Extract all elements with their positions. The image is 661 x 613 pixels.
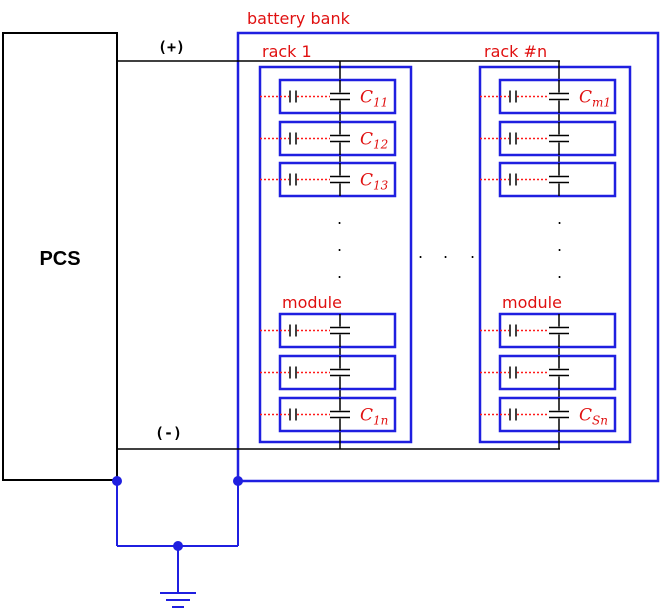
vertical-dot: .	[557, 236, 562, 255]
battery-bank-label: battery bank	[247, 9, 351, 28]
junction-dot	[233, 476, 243, 486]
vertical-dot: .	[557, 263, 562, 282]
capacitor-icon	[330, 92, 350, 101]
parasitic-capacitor-icon	[509, 132, 517, 145]
capacitor-label: C12	[360, 130, 388, 152]
rack-n-module-label: module	[502, 293, 562, 312]
ellipsis-dots: . . . . . . . . .	[337, 209, 562, 282]
battery-module	[260, 354, 397, 391]
parasitic-capacitor-icon	[289, 366, 297, 379]
parasitic-capacitor-icon	[509, 324, 517, 337]
horizontal-dot: .	[443, 243, 448, 262]
capacitor-label: Cm1	[579, 88, 611, 110]
capacitor-icon	[549, 175, 569, 184]
rack-n-label: rack #n	[484, 42, 547, 61]
capacitor-icon	[549, 134, 569, 143]
horizontal-dot: .	[418, 243, 423, 262]
capacitor-label: C1n	[360, 406, 388, 428]
battery-module	[480, 354, 617, 391]
vertical-dot: .	[337, 209, 342, 228]
rack-wires	[339, 61, 560, 449]
horizontal-dot: .	[470, 243, 475, 262]
battery-module: C11	[260, 78, 397, 115]
rack-1-frame	[258, 65, 413, 444]
parasitic-capacitor-icon	[509, 408, 517, 421]
module-box	[498, 161, 617, 198]
ground-network	[112, 476, 243, 608]
parasitic-capacitor-icon	[509, 90, 517, 103]
battery-module: C1n	[260, 396, 397, 433]
capacitor-icon	[330, 175, 350, 184]
parasitic-capacitor-icon	[289, 408, 297, 421]
vertical-dot: .	[337, 236, 342, 255]
parasitic-capacitor-icon	[289, 90, 297, 103]
battery-module: Cm1	[480, 78, 617, 115]
parasitic-capacitor-icon	[289, 173, 297, 186]
pcs-block: PCS	[2, 32, 118, 481]
battery-module	[480, 120, 617, 157]
pcs-label: PCS	[39, 248, 80, 270]
battery-module: CSn	[480, 396, 617, 433]
parasitic-capacitor-icon	[289, 324, 297, 337]
junction-dot	[173, 541, 183, 551]
parasitic-capacitor-icon	[289, 132, 297, 145]
battery-module	[260, 312, 397, 349]
vertical-dot: .	[557, 209, 562, 228]
capacitor-icon	[549, 368, 569, 377]
parasitic-capacitor-icon	[509, 173, 517, 186]
capacitor-icon	[549, 326, 569, 335]
negative-label: (-)	[155, 424, 182, 442]
battery-bank-frame	[236, 31, 660, 483]
rack-n-frame	[478, 65, 632, 444]
battery-module	[480, 161, 617, 198]
vertical-dot: .	[337, 263, 342, 282]
capacitor-label: CSn	[579, 406, 608, 428]
capacitor-icon	[549, 92, 569, 101]
pcs-box	[2, 32, 118, 481]
battery-module: C12	[260, 120, 397, 157]
capacitor-icon	[330, 326, 350, 335]
battery-module: C13	[260, 161, 397, 198]
capacitor-label: C13	[360, 171, 389, 193]
capacitor-icon	[330, 410, 350, 419]
rack-1-module-label: module	[282, 293, 342, 312]
battery-module	[480, 312, 617, 349]
rack-1-label: rack 1	[262, 42, 312, 61]
parasitic-capacitor-icon	[509, 366, 517, 379]
capacitor-icon	[330, 134, 350, 143]
ground-icon	[160, 592, 196, 608]
capacitor-icon	[330, 368, 350, 377]
capacitor-label: C11	[360, 88, 388, 110]
positive-label: (+)	[158, 38, 185, 56]
capacitor-icon	[549, 410, 569, 419]
junction-dot	[112, 476, 122, 486]
